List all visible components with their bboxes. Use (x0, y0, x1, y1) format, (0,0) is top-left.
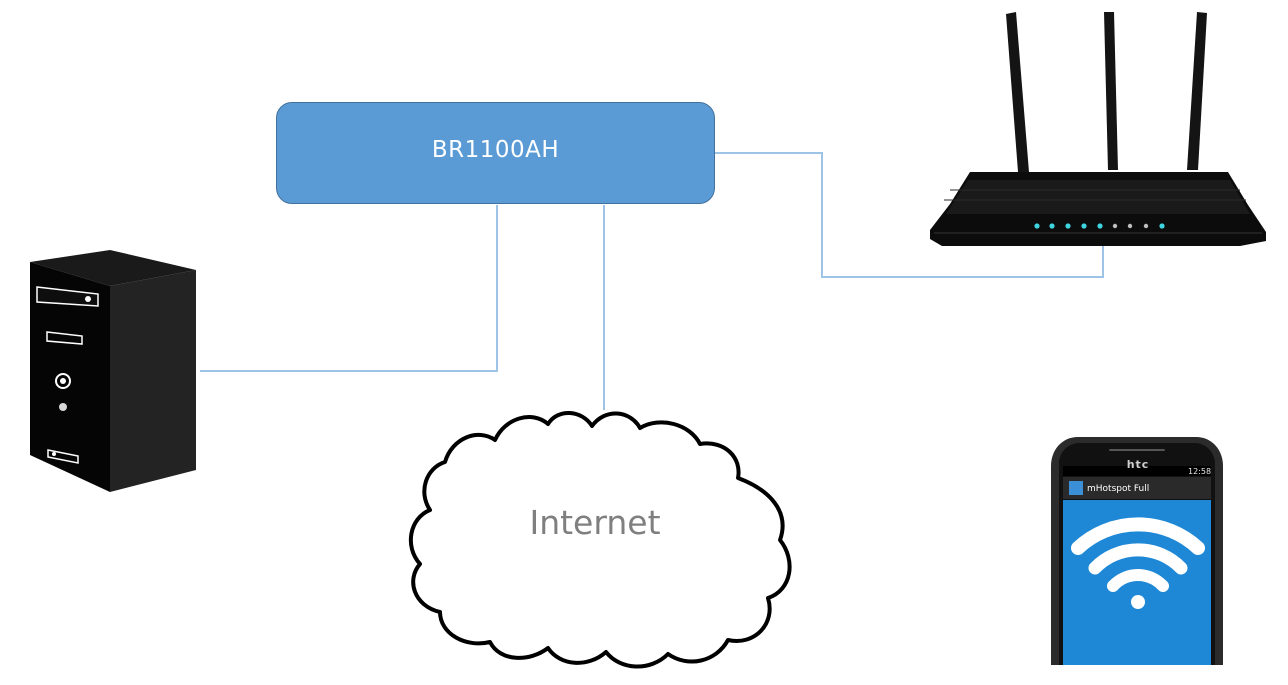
wifi-router-icon (930, 12, 1266, 246)
wifi-signal-icon (1071, 517, 1205, 592)
phone-app-title: mHotspot Full (1087, 484, 1150, 494)
cloud-label: Internet (529, 503, 661, 542)
node-label: BR1100AH (431, 137, 560, 163)
link-hub-to-router (715, 152, 1104, 278)
br1100ah-node: BR1100AH (276, 102, 715, 204)
link-hub-to-server (200, 205, 498, 372)
phone-brand-logo: htc (1126, 458, 1150, 471)
phone-status-time: 12:58 (1188, 467, 1212, 476)
cloud-icon (409, 411, 792, 669)
server-tower-icon (30, 250, 196, 492)
smartphone-icon (1051, 437, 1223, 665)
